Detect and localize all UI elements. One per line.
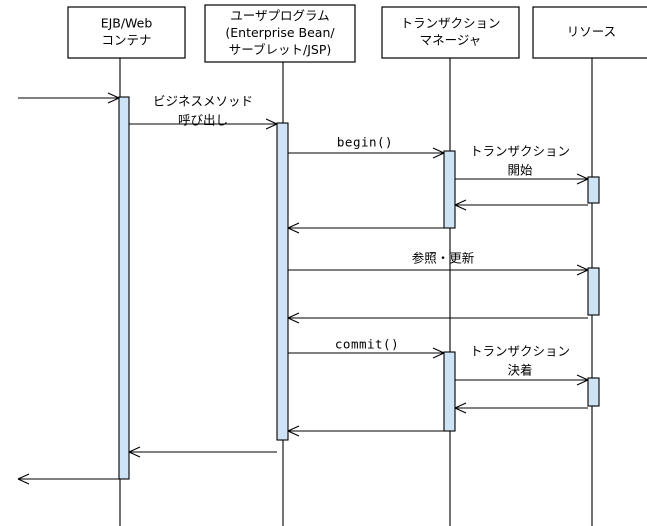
participant-label-user-program: サーブレット/JSP) [229,42,332,57]
arrow-head-icon [128,446,141,458]
participant-label-container: EJB/Web [101,16,153,31]
activation-bar-resource-activation-begin[interactable] [587,176,600,204]
arrow-head-icon [287,312,300,324]
participant-box-user-program[interactable]: ユーザプログラム (Enterprise Bean/サーブレット/JSP) [204,4,356,63]
activation-bar-resource-activation-access[interactable] [587,267,600,316]
arrow-head-icon [432,347,445,359]
activation-bar-container-activation[interactable] [118,96,130,480]
activation-bar-tm-activation-commit[interactable] [443,351,456,432]
message-label-access-update: 参照・更新 [412,251,475,266]
activation-bar-user-program-activation[interactable] [276,122,289,441]
message-inbound-call[interactable] [18,92,120,104]
message-label-commit-call: commit() [335,337,399,352]
participant-box-rect-user-program [204,4,356,63]
message-label-begin-call: begin() [337,135,393,150]
participant-label-resource: リソース [567,24,616,39]
participant-label-transaction-manager: マネージャ [420,33,482,48]
arrow-head-icon [576,173,589,185]
participant-boxes-layer: EJB/Web コンテナ ユーザプログラム (Enterprise Bean/サーブレ… [67,4,647,63]
message-begin-return[interactable] [287,222,444,234]
arrow-head-icon [287,425,300,437]
message-transaction-start[interactable] [455,173,589,185]
participant-box-rect-transaction-manager [381,6,520,59]
arrow-head-icon [576,374,589,386]
arrow-head-icon [454,402,467,414]
lifelines-layer [119,58,593,526]
message-label-business-method-call: 呼び出し [178,113,228,128]
message-label-transaction-settle: 決着 [507,363,532,378]
messages-layer [17,92,589,485]
arrow-head-icon [107,92,120,104]
participant-label-container: コンテナ [101,33,151,48]
message-access-update-return[interactable] [287,312,588,324]
message-begin-call[interactable] [288,147,445,159]
message-business-method-call[interactable] [129,118,278,130]
message-commit-return[interactable] [287,425,444,437]
message-label-business-method-call: ビジネスメソッド [153,94,253,109]
participant-label-user-program: (Enterprise Bean/ [225,25,335,40]
activations-layer [118,96,600,480]
message-resource-start-return[interactable] [454,199,588,211]
participant-box-rect-container [67,6,186,59]
message-business-method-return[interactable] [128,446,277,458]
arrow-head-icon [454,199,467,211]
message-commit-call[interactable] [288,347,445,359]
arrow-head-icon [265,118,278,130]
arrow-head-icon [17,473,30,485]
arrow-head-icon [287,222,300,234]
message-access-update[interactable] [288,264,589,276]
message-resource-settle-return[interactable] [454,402,588,414]
activation-bar-resource-activation-commit[interactable] [587,377,600,407]
activation-bar-tm-activation-begin[interactable] [443,150,456,229]
participant-box-resource[interactable]: リソース [532,6,647,59]
arrow-head-icon [576,264,589,276]
arrow-head-icon [432,147,445,159]
participant-label-transaction-manager: トランザクション [400,16,500,31]
participant-label-user-program: ユーザプログラム [230,8,329,23]
message-outbound-return[interactable] [17,473,119,485]
message-label-transaction-settle: トランザクション [470,344,570,359]
participant-box-rect-resource [532,6,647,59]
participant-box-container[interactable]: EJB/Web コンテナ [67,6,186,59]
message-label-transaction-start: 開始 [507,163,533,178]
message-label-transaction-start: トランザクション [470,144,570,159]
message-transaction-settle[interactable] [455,374,589,386]
